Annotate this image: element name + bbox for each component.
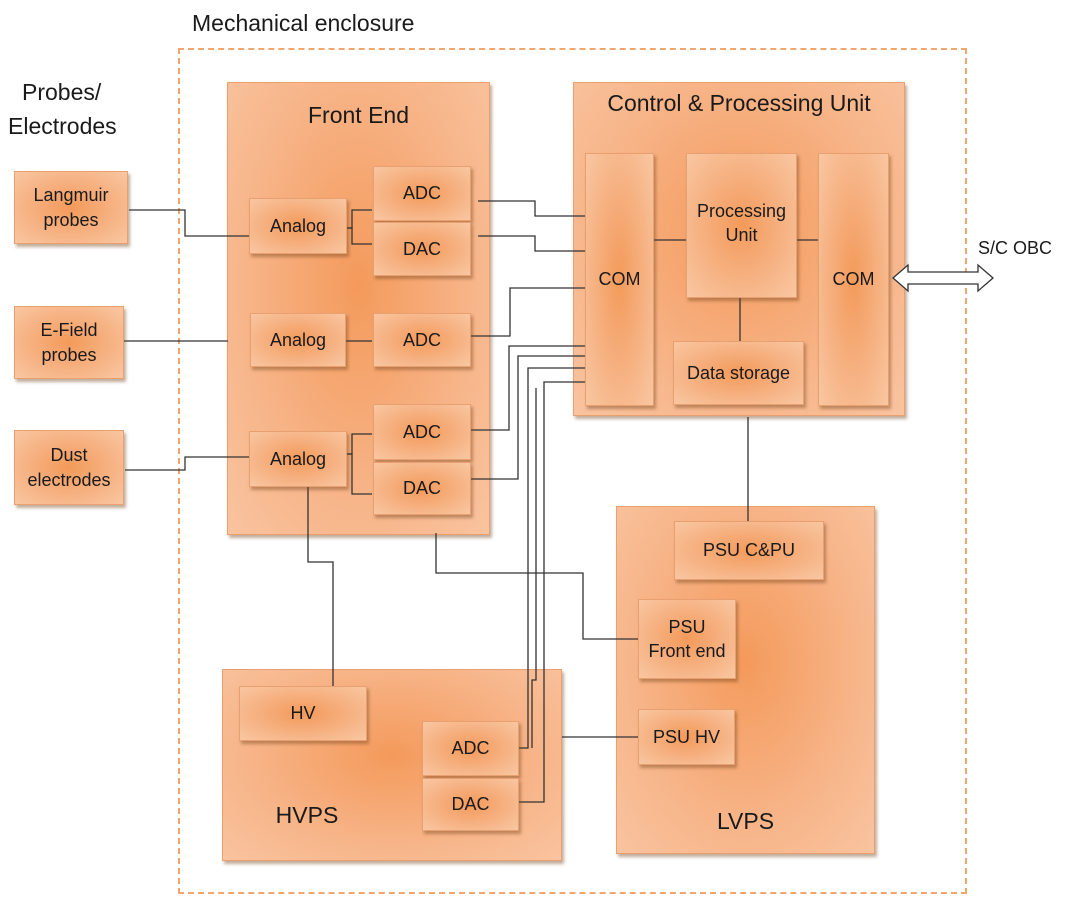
wire-adc3-com (471, 345, 585, 431)
wire-analog3-hv (307, 487, 334, 686)
wire-analog3-adc3 (347, 433, 372, 455)
dust-electrodes-box: Dust electrodes (14, 430, 124, 505)
adc-3-box: ADC (373, 404, 471, 460)
wire-hvps-adc-com (518, 367, 585, 749)
dust-line2: electrodes (27, 469, 111, 490)
dust-line1: Dust (50, 445, 88, 466)
hv-box: HV (239, 686, 367, 741)
wire-dac3-com (471, 355, 585, 480)
psu-fe-line1: PSU (668, 616, 706, 637)
psu-cpu-box: PSU C&PU (674, 521, 824, 580)
wire-adc2-com (471, 287, 585, 337)
com-left-box: COM (585, 153, 654, 406)
data-storage-box: Data storage (673, 341, 804, 405)
wire-analog3-dac3 (347, 453, 372, 495)
wire-hvps-dac-com (518, 381, 585, 803)
probes-header-line1: Probes/ (22, 79, 102, 105)
front-end-title: Front End (308, 102, 409, 128)
psu-front-end-box: PSU Front end (638, 599, 736, 679)
lvps-title: LVPS (716, 808, 775, 834)
analog-1-box: Analog (249, 198, 347, 254)
psu-hv-box: PSU HV (638, 709, 735, 765)
efield-line1: E-Field (40, 320, 98, 341)
wire-analog1-dac1 (347, 227, 372, 245)
probes-header-line2: Electrodes (8, 113, 117, 139)
hvps-dac-box: DAC (422, 778, 519, 831)
wire-langmuir-analog (129, 209, 249, 237)
langmuir-line2: probes (43, 209, 99, 230)
mechanical-enclosure (178, 48, 967, 894)
hvps-title: HVPS (275, 802, 339, 828)
hvps-adc-box: ADC (422, 721, 519, 776)
adc-2-box: ADC (373, 313, 471, 367)
processing-line1: Processing (696, 201, 787, 221)
psu-fe-line2: Front end (648, 641, 726, 661)
wire-dust-analog (125, 456, 249, 471)
dac-3-box: DAC (373, 462, 471, 515)
sc-obc-label: S/C OBC (978, 238, 1053, 258)
cpu-title: Control & Processing Unit (607, 90, 871, 116)
wire-hvps-bus (531, 388, 537, 748)
wire-adc1-com (478, 200, 585, 217)
wire-frontend-psu (435, 533, 638, 640)
wire-dac1-com (478, 235, 585, 252)
analog-3-box: Analog (249, 431, 347, 487)
adc-1-box: ADC (373, 166, 471, 221)
dac-1-box: DAC (373, 222, 471, 276)
langmuir-line1: Langmuir (33, 185, 109, 206)
analog-2-box: Analog (250, 313, 346, 367)
enclosure-label: Mechanical enclosure (192, 10, 415, 36)
efield-probes-box: E-Field probes (14, 306, 124, 379)
obc-double-arrow (892, 263, 994, 293)
com-right-box: COM (818, 153, 889, 406)
processing-line2: Unit (725, 225, 758, 246)
wire-analog1-adc1 (347, 209, 372, 229)
langmuir-probes-box: Langmuir probes (14, 171, 128, 244)
efield-line2: probes (41, 344, 97, 365)
